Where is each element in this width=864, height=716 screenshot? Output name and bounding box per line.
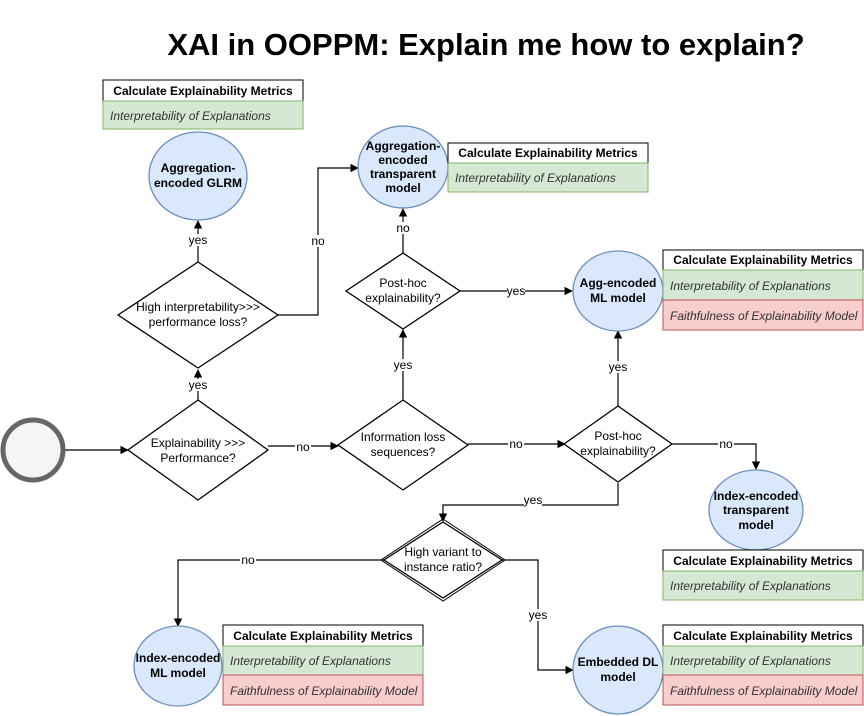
model-index-transparent: Index-encoded transparent model <box>708 469 804 551</box>
edge-label-no: no <box>509 437 523 451</box>
model-agg-transparent: Aggregation- encoded transparent model <box>357 125 449 209</box>
metrics-header: Calculate Explainability Metrics <box>113 84 293 98</box>
model-text: model <box>385 181 420 195</box>
edge-label-yes: yes <box>609 360 628 374</box>
metric-interpretability: Interpretability of Explanations <box>670 654 831 668</box>
model-text: Index-encoded <box>136 651 221 665</box>
metric-faithfulness: Faithfulness of Explainability Model <box>670 309 858 323</box>
model-text: model <box>600 670 635 684</box>
decision-text: Post-hoc <box>594 429 641 443</box>
metrics-header: Calculate Explainability Metrics <box>673 629 853 643</box>
metrics-table-index-transparent: Calculate Explainability Metrics Interpr… <box>662 549 864 601</box>
model-text: ML model <box>590 291 646 305</box>
model-agg-ml: Agg-encoded ML model <box>572 250 664 332</box>
metric-faithfulness: Faithfulness of Explainability Model <box>230 684 418 698</box>
edge-posthoc-right-no <box>672 443 761 470</box>
decision-text: Post-hoc <box>379 276 426 290</box>
model-text: Embedded DL <box>578 655 659 669</box>
decision-posthoc-right: Post-hoc explainability? <box>562 405 674 483</box>
edge-label-no: no <box>719 437 733 451</box>
model-text: encoded GLRM <box>154 176 242 190</box>
decision-text: Explainability >>> <box>151 436 245 450</box>
decision-posthoc-top: Post-hoc explainability? <box>344 252 462 330</box>
metric-interpretability: Interpretability of Explanations <box>110 109 271 123</box>
edge-label-no: no <box>311 234 325 248</box>
metrics-header: Calculate Explainability Metrics <box>673 253 853 267</box>
metric-interpretability: Interpretability of Explanations <box>670 279 831 293</box>
decision-text: High interpretability>>> <box>136 300 260 314</box>
decision-text: sequences? <box>371 445 436 459</box>
edge-label-yes: yes <box>529 608 548 622</box>
metrics-table-agg-ml: Calculate Explainability Metrics Interpr… <box>662 249 864 331</box>
metrics-header: Calculate Explainability Metrics <box>673 554 853 568</box>
metrics-table-agg-transparent: Calculate Explainability Metrics Interpr… <box>447 142 649 193</box>
metric-interpretability: Interpretability of Explanations <box>230 654 391 668</box>
decision-information-loss: Information loss sequences? <box>336 399 470 491</box>
metrics-table-glrm: Calculate Explainability Metrics Interpr… <box>102 79 304 130</box>
metrics-table-index-ml: Calculate Explainability Metrics Interpr… <box>222 624 424 706</box>
edge-variant-no <box>173 559 385 627</box>
model-text: Aggregation- <box>366 139 441 153</box>
model-text: ML model <box>150 666 206 680</box>
metrics-header: Calculate Explainability Metrics <box>233 629 413 643</box>
model-embedded-dl: Embedded DL model <box>572 625 664 715</box>
model-index-ml: Index-encoded ML model <box>133 625 223 707</box>
decision-text: performance loss? <box>149 315 248 329</box>
metrics-header: Calculate Explainability Metrics <box>458 146 638 160</box>
edge-label-yes: yes <box>394 358 413 372</box>
metric-interpretability: Interpretability of Explanations <box>455 171 616 185</box>
edge-label-yes: yes <box>507 284 526 298</box>
metrics-table-embedded-dl: Calculate Explainability Metrics Interpr… <box>662 624 864 706</box>
edge-label-no: no <box>296 440 310 454</box>
model-text: model <box>738 518 773 532</box>
decision-text: Performance? <box>160 451 236 465</box>
model-agg-glrm: Aggregation- encoded GLRM <box>148 131 248 221</box>
edge-labels: yes yes no no yes no yes no yes no yes n… <box>189 221 734 622</box>
diagram-title: XAI in OOPPM: Explain me how to explain? <box>167 27 804 62</box>
decision-high-variant: High variant to instance ratio? <box>380 518 506 602</box>
decision-high-interpretability: High interpretability>>> performance los… <box>116 261 280 369</box>
edge-label-yes: yes <box>189 378 208 392</box>
model-text: Aggregation- <box>161 161 236 175</box>
model-text: Index-encoded <box>714 489 799 503</box>
metric-interpretability: Interpretability of Explanations <box>670 579 831 593</box>
edge-label-yes: yes <box>189 233 208 247</box>
model-text: transparent <box>370 167 436 181</box>
edge-label-no: no <box>396 221 410 235</box>
decision-text: instance ratio? <box>404 560 482 574</box>
decision-text: explainability? <box>365 291 441 305</box>
decision-text: Information loss <box>361 430 446 444</box>
model-text: Agg-encoded <box>580 276 657 290</box>
start-event <box>0 417 66 483</box>
decision-text: High variant to <box>404 545 482 559</box>
edge-label-no: no <box>241 553 255 567</box>
metric-faithfulness: Faithfulness of Explainability Model <box>670 684 858 698</box>
decision-text: explainability? <box>580 444 656 458</box>
decision-explainability-vs-performance: Explainability >>> Performance? <box>126 399 270 501</box>
model-text: transparent <box>723 503 789 517</box>
model-text: encoded <box>378 153 427 167</box>
edge-label-yes: yes <box>524 493 543 507</box>
